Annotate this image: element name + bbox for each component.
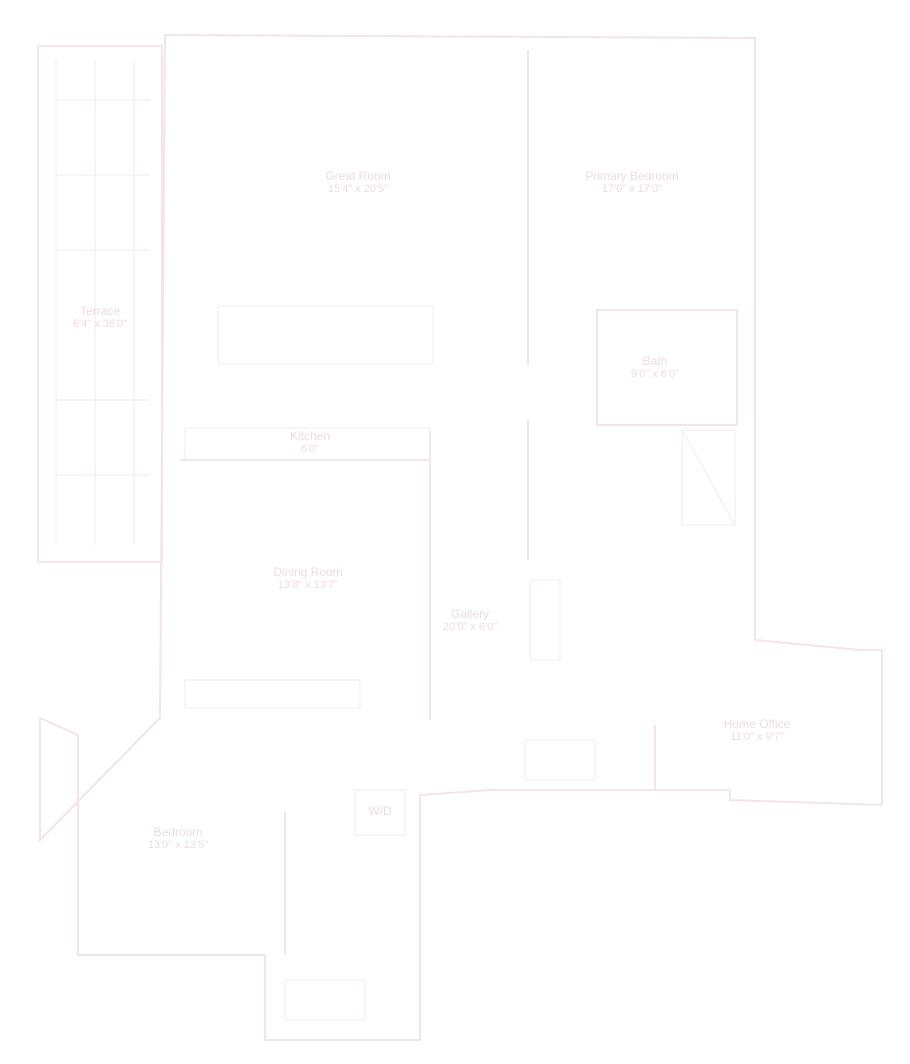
room-dims: 6'4" x 36'0" [72, 318, 128, 330]
room-name: Dining Room [273, 565, 343, 579]
room-name: Bedroom [153, 825, 203, 839]
bath-outline [596, 309, 738, 426]
room-name: Gallery [450, 607, 489, 621]
room-name: Primary Bedroom [585, 169, 679, 183]
room-name: Terrace [79, 304, 120, 318]
shelving [184, 679, 361, 709]
exterior-wall [39, 34, 883, 1041]
terrace-outline [37, 45, 163, 563]
room-label-wd: W/D [368, 805, 391, 818]
terrace-grid [55, 60, 150, 545]
room-name: Great Room [325, 169, 391, 183]
room-dims: 20'0" x 6'0" [442, 621, 498, 633]
room-name: Bath [642, 354, 668, 368]
room-dims: 6'0" [300, 443, 320, 455]
room-dims: 17'0" x 17'0" [601, 183, 663, 195]
stairs [529, 579, 561, 661]
room-dims: 15'4" x 20'5" [327, 183, 389, 195]
room-name: W/D [368, 804, 392, 818]
closet [184, 427, 431, 461]
counter [524, 739, 596, 781]
washer-dryer [354, 789, 406, 836]
room-name: Kitchen [289, 429, 331, 443]
elevator-shaft [681, 428, 736, 526]
room-dims: 9'0" x 6'0" [630, 368, 680, 380]
room-dims: 13'9" x 13'5" [147, 839, 209, 851]
room-dims: 11'0" x 9'7" [730, 731, 784, 743]
room-name: Home Office [723, 717, 791, 731]
kitchen-island [217, 305, 434, 365]
bathtub [284, 979, 366, 1021]
room-dims: 13'8" x 13'7" [277, 579, 339, 591]
